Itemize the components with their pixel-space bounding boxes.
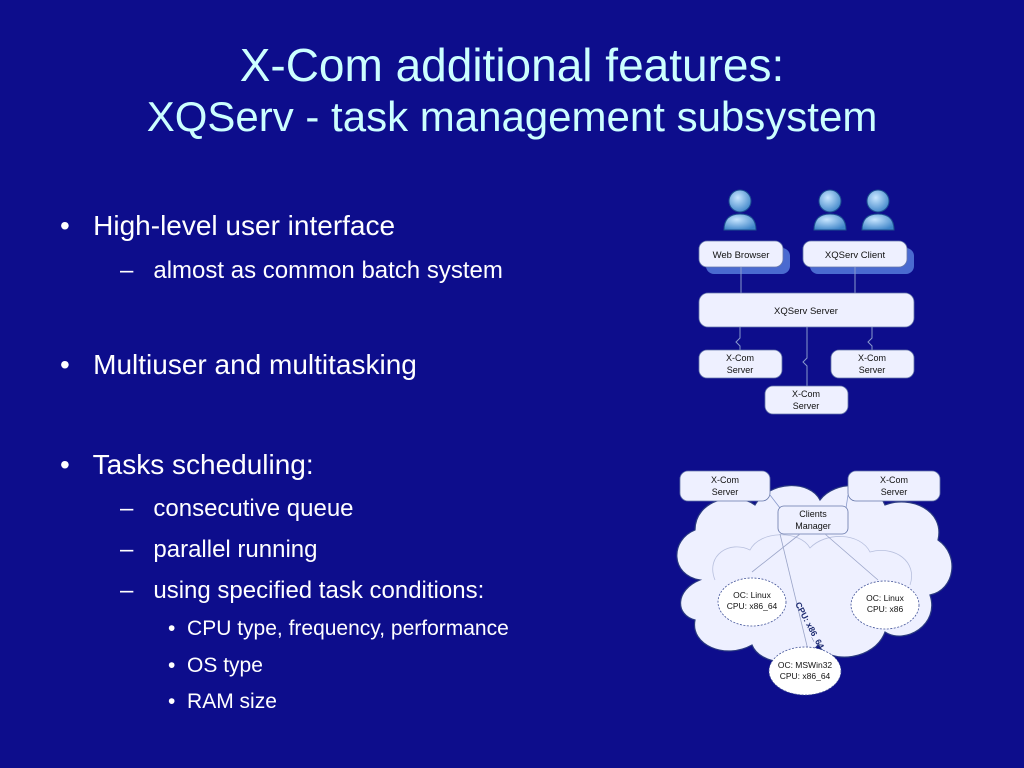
web-browser-label: Web Browser xyxy=(713,250,770,261)
node-os-label: OC: MSWin32 xyxy=(778,660,833,670)
sub-bullet-marker: – xyxy=(120,536,134,563)
xcom-server-box: X-Com Server xyxy=(830,349,915,379)
clients-manager-box: Clients Manager xyxy=(777,505,849,535)
sub-bullet-item: – almost as common batch system xyxy=(120,257,503,285)
xcom-server-label: Server xyxy=(881,487,908,497)
xcom-server-label: X-Com xyxy=(858,353,886,363)
slide-title: X-Com additional features: XQServ - task… xyxy=(0,38,1024,142)
sub-bullet-item: – consecutive queue xyxy=(120,495,354,523)
node-mswin32: OC: MSWin32 CPU: x86_64 xyxy=(768,646,842,696)
xcom-server-label: X-Com xyxy=(726,353,754,363)
user-icon xyxy=(813,189,847,231)
sub-sub-bullet-marker: • xyxy=(168,654,176,677)
xcom-server-label: Server xyxy=(712,487,739,497)
sub-bullet-text: consecutive queue xyxy=(153,495,354,522)
xcom-server-box: X-Com Server xyxy=(679,470,771,502)
xcom-server-label: X-Com xyxy=(880,475,908,485)
node-cpu-label: CPU: x86_64 xyxy=(727,601,778,611)
user-icon xyxy=(861,189,895,231)
connector xyxy=(751,533,801,573)
node-os-label: OC: Linux xyxy=(866,593,905,603)
sub-bullet-text: using specified task conditions: xyxy=(153,577,485,604)
xqserv-server-label: XQServ Server xyxy=(774,306,838,317)
xcom-server-label: Server xyxy=(859,365,886,375)
network-link xyxy=(867,327,873,350)
bullet-marker: • xyxy=(60,210,70,241)
xcom-server-label: Server xyxy=(727,365,754,375)
node-os-label: OC: Linux xyxy=(733,590,772,600)
connector xyxy=(845,494,849,509)
sub-sub-bullet-text: RAM size xyxy=(187,690,277,713)
node-cpu-label: CPU: x86_64 xyxy=(780,671,831,681)
slide-title-line-1: X-Com additional features: xyxy=(239,39,785,91)
xcom-server-label: X-Com xyxy=(792,389,820,399)
clients-manager-label: Clients xyxy=(799,509,827,519)
node-cpu-label: CPU: x86 xyxy=(867,604,904,614)
xcom-server-box: X-Com Server xyxy=(698,349,783,379)
xqserv-client-box: XQServ Client xyxy=(802,240,914,274)
xqserv-client-label: XQServ Client xyxy=(825,250,886,261)
sub-bullet-text: parallel running xyxy=(153,536,318,563)
sub-sub-bullet-text: OS type xyxy=(187,654,263,677)
clients-manager-label: Manager xyxy=(795,521,831,531)
bullet-text: High-level user interface xyxy=(93,210,396,241)
sub-sub-bullet-item: • CPU type, frequency, performance xyxy=(168,617,509,641)
sub-sub-bullet-text: CPU type, frequency, performance xyxy=(187,617,509,640)
sub-bullet-item: – parallel running xyxy=(120,536,317,564)
xcom-server-box: X-Com Server xyxy=(764,385,849,415)
sub-bullet-marker: – xyxy=(120,257,134,284)
network-link xyxy=(735,327,741,350)
bullet-item: • High-level user interface xyxy=(60,210,395,242)
node-linux-x86: OC: Linux CPU: x86 xyxy=(850,580,920,630)
bullet-marker: • xyxy=(60,349,70,380)
sub-bullet-text: almost as common batch system xyxy=(153,257,503,284)
sub-sub-bullet-item: • OS type xyxy=(168,654,263,678)
top-diagram: Web Browser XQServ Client XQServ Server … xyxy=(698,189,915,415)
xcom-server-box: X-Com Server xyxy=(847,470,941,502)
bullet-marker: • xyxy=(60,449,70,480)
sub-sub-bullet-marker: • xyxy=(168,690,176,713)
slide-title-line-2: XQServ - task management subsystem xyxy=(146,93,878,140)
sub-bullet-marker: – xyxy=(120,577,134,604)
bottom-diagram: X-Com Server X-Com Server Clients Manage… xyxy=(676,470,953,696)
web-browser-box: Web Browser xyxy=(698,240,790,274)
sub-bullet-item: – using specified task conditions: xyxy=(120,577,484,605)
bullet-item: • Tasks scheduling: xyxy=(60,449,314,481)
network-link xyxy=(802,327,808,386)
bullet-list: • High-level user interface – almost as … xyxy=(60,210,509,714)
architecture-diagram: Web Browser XQServ Client XQServ Server … xyxy=(676,189,953,696)
bullet-text: Tasks scheduling: xyxy=(92,449,314,480)
connector xyxy=(769,494,781,509)
connector xyxy=(824,533,879,581)
sub-sub-bullet-item: • RAM size xyxy=(168,690,277,714)
cloud-detail xyxy=(712,534,912,586)
xcom-server-label: X-Com xyxy=(711,475,739,485)
bullet-item: • Multiuser and multitasking xyxy=(60,349,417,381)
xqserv-server-box: XQServ Server xyxy=(698,292,915,328)
sub-bullet-marker: – xyxy=(120,495,134,522)
connector xyxy=(779,533,809,651)
user-icon xyxy=(723,189,757,231)
node-linux-x86-64: OC: Linux CPU: x86_64 xyxy=(717,577,787,627)
bullet-text: Multiuser and multitasking xyxy=(93,349,417,380)
sub-sub-bullet-marker: • xyxy=(168,617,176,640)
xcom-server-label: Server xyxy=(793,401,820,411)
